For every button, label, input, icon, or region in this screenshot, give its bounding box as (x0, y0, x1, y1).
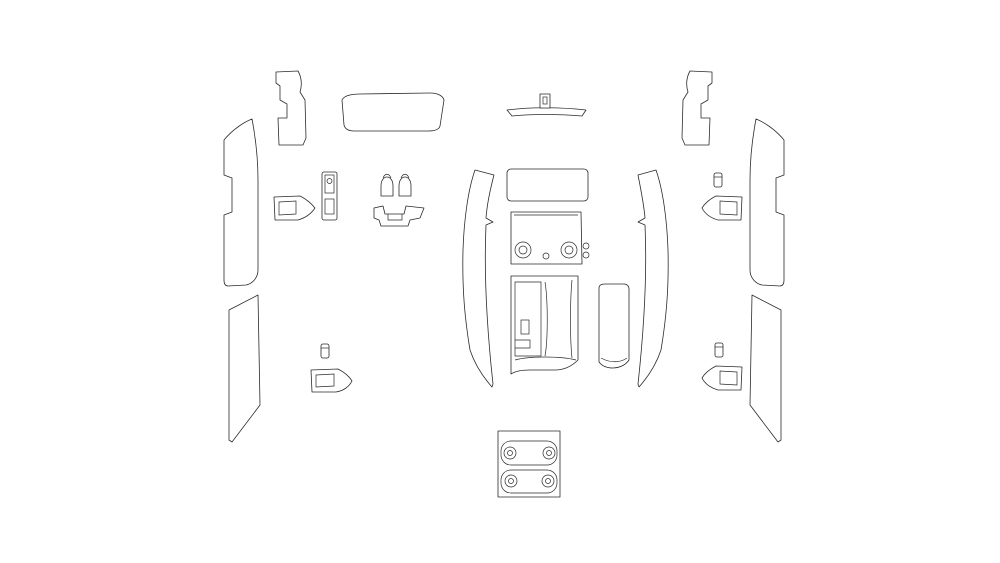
cup-holder-trim (373, 173, 425, 227)
armrest-lid-trim (598, 283, 630, 369)
gear-shift-console-trim (510, 275, 579, 375)
right-rear-lock-trim (714, 342, 724, 358)
left-front-door-panel (223, 118, 259, 287)
right-rear-handle-trim (701, 365, 743, 391)
right-a-pillar-trim (681, 70, 713, 146)
left-rear-door-panel (228, 294, 261, 443)
left-console-side-panel (462, 169, 495, 388)
dashboard-screen-trim (341, 92, 445, 132)
right-front-lock-trim (713, 172, 723, 188)
center-display-trim (506, 168, 589, 202)
rearview-mirror-trim (506, 93, 587, 117)
right-console-side-panel (637, 169, 669, 388)
left-front-handle-trim (273, 195, 316, 221)
right-front-door-panel (749, 118, 785, 287)
left-rear-lock-trim (320, 343, 330, 359)
window-switch-trim (321, 171, 338, 221)
climate-control-panel (510, 211, 590, 265)
right-front-handle-trim (701, 195, 743, 221)
right-rear-door-panel (749, 294, 782, 443)
rear-climate-panel (497, 430, 561, 498)
left-rear-handle-trim (310, 368, 353, 393)
left-a-pillar-trim (275, 70, 307, 146)
